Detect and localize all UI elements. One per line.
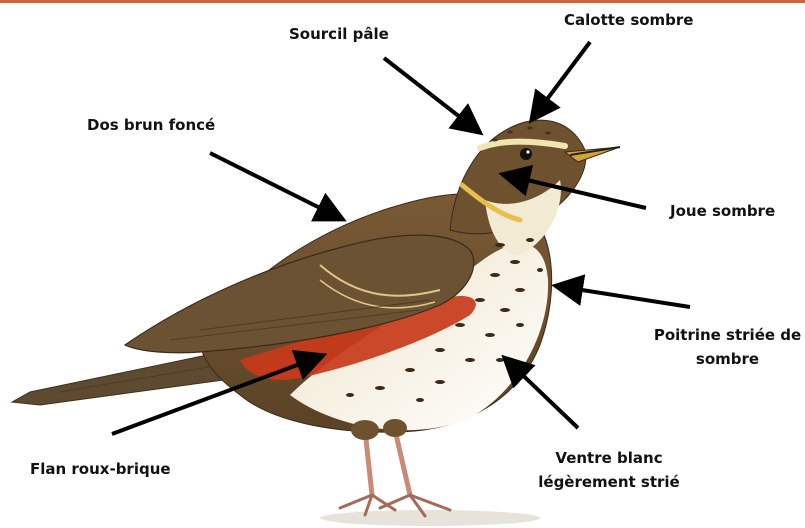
label-ventre-line-1: Ventre blanc	[520, 446, 698, 470]
label-poitrine-line-2: sombre	[650, 347, 805, 371]
label-poitrine-striee: Poitrine striée de sombre	[650, 323, 805, 371]
label-sourcil-pale: Sourcil pâle	[289, 22, 389, 46]
label-calotte-sombre: Calotte sombre	[564, 8, 694, 32]
arrow-calotte	[536, 42, 590, 114]
label-ventre-blanc: Ventre blanc légèrement strié	[520, 446, 698, 494]
eye	[520, 148, 532, 160]
arrow-poitrine	[563, 287, 690, 307]
arrow-sourcil	[384, 58, 474, 128]
label-joue-sombre: Joue sombre	[670, 199, 775, 223]
legs	[365, 430, 410, 495]
ground-shadow	[320, 510, 540, 526]
arrow-ventre	[510, 363, 578, 428]
label-dos-brun-fonce: Dos brun foncé	[87, 113, 215, 137]
label-poitrine-line-1: Poitrine striée de	[650, 323, 805, 347]
label-ventre-line-2: légèrement strié	[520, 470, 698, 494]
label-flan-roux-brique: Flan roux-brique	[30, 457, 171, 481]
arrow-dos	[210, 153, 336, 216]
